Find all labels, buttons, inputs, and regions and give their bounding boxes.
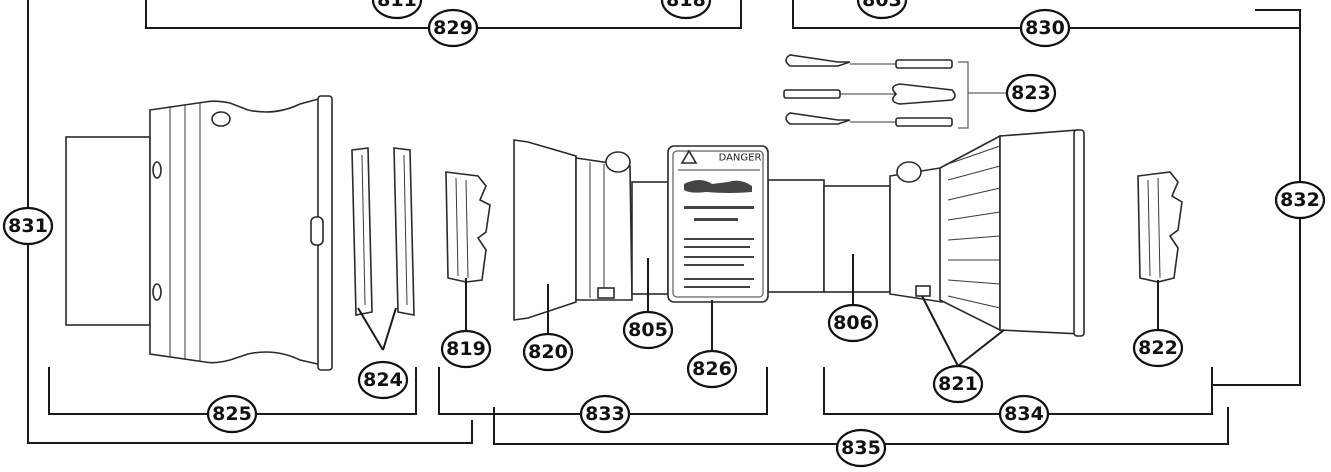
callout-821: 821 bbox=[932, 364, 984, 404]
danger-heading: DANGER bbox=[719, 153, 762, 164]
callout-834: 834 bbox=[998, 394, 1050, 434]
callout-806: 806 bbox=[827, 303, 879, 343]
callout-823: 823 bbox=[1005, 73, 1057, 113]
callout-835-label: 835 bbox=[841, 437, 881, 459]
callout-arrows bbox=[357, 254, 1159, 367]
callout-819: 819 bbox=[440, 329, 492, 369]
callout-805: 805 bbox=[622, 310, 674, 350]
finned-cone-part bbox=[889, 129, 1085, 337]
callout-818-label: 818 bbox=[666, 0, 706, 11]
callout-829: 829 bbox=[427, 8, 479, 48]
seal-rings-part bbox=[351, 147, 415, 316]
callout-818: 818 bbox=[660, 0, 712, 20]
callout-831: 831 bbox=[2, 206, 54, 246]
clamp-part-819 bbox=[445, 171, 491, 283]
callout-824-label: 824 bbox=[363, 369, 403, 391]
callout-821-label: 821 bbox=[938, 373, 978, 395]
arrow-821 bbox=[921, 295, 1005, 367]
callout-805-label: 805 bbox=[628, 319, 668, 341]
housing-part bbox=[65, 95, 333, 371]
callout-803-label: 803 bbox=[862, 0, 902, 11]
callout-820-label: 820 bbox=[528, 341, 568, 363]
cone-adapter-part bbox=[513, 139, 633, 321]
shaft-parts bbox=[631, 179, 891, 295]
callout-822: 822 bbox=[1132, 328, 1184, 368]
callout-829-label: 829 bbox=[433, 17, 473, 39]
callout-830: 830 bbox=[1019, 8, 1071, 48]
callout-833: 833 bbox=[579, 394, 631, 434]
callout-832-label: 832 bbox=[1280, 189, 1320, 211]
callout-820: 820 bbox=[522, 332, 574, 372]
bracket-832 bbox=[1212, 28, 1301, 386]
callout-833-label: 833 bbox=[585, 403, 625, 425]
shaft-806 bbox=[823, 185, 891, 293]
callout-811: 811 bbox=[371, 0, 423, 20]
leader-823 bbox=[958, 61, 1010, 129]
callout-831-label: 831 bbox=[8, 215, 48, 237]
callout-826: 826 bbox=[686, 349, 738, 389]
callout-832: 832 bbox=[1274, 180, 1326, 220]
shaft-805 bbox=[631, 181, 669, 295]
clips-part bbox=[783, 54, 956, 127]
callout-830-label: 830 bbox=[1025, 17, 1065, 39]
callout-811-label: 811 bbox=[377, 0, 417, 11]
callout-826-label: 826 bbox=[692, 358, 732, 380]
callout-835: 835 bbox=[835, 428, 887, 468]
callout-824: 824 bbox=[357, 360, 409, 400]
callout-803: 803 bbox=[856, 0, 908, 20]
callout-825-label: 825 bbox=[212, 403, 252, 425]
callout-819-label: 819 bbox=[446, 338, 486, 360]
callout-834-label: 834 bbox=[1004, 403, 1044, 425]
callout-822-label: 822 bbox=[1138, 337, 1178, 359]
shaft-806-left bbox=[767, 179, 825, 293]
callout-825: 825 bbox=[206, 394, 258, 434]
warning-label-part: DANGER bbox=[667, 145, 769, 303]
callout-806-label: 806 bbox=[833, 312, 873, 334]
arrow-824 bbox=[357, 307, 397, 351]
clamp-part-822 bbox=[1137, 171, 1183, 283]
callout-823-label: 823 bbox=[1011, 82, 1051, 104]
